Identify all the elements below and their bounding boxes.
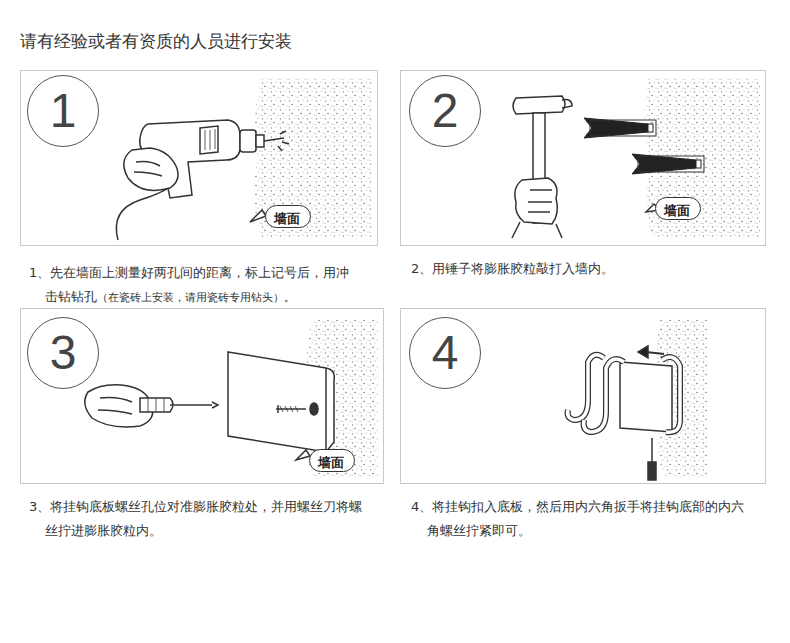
hammer-figure	[512, 96, 572, 238]
wall-callout: 墙面	[309, 449, 355, 472]
drill-figure	[116, 120, 289, 240]
step-number: 2	[432, 87, 459, 135]
wall-callout: 墙面	[655, 197, 701, 220]
bubble-tail	[296, 450, 310, 460]
step-number-circle: 1	[27, 75, 99, 147]
caption-text: 2、用锤子将膨胀胶粒敲打入墙内。	[411, 261, 614, 276]
anchor-figure	[584, 118, 704, 174]
caption-note: （在瓷砖上安装，请用瓷砖专用钻头）。	[97, 291, 295, 304]
step-number: 4	[432, 329, 459, 377]
step-panel: 1、先在墙面上测量好两孔间的距离，标上记号后，用冲击钻钻孔（在瓷砖上安装，请用瓷…	[20, 70, 378, 246]
caption-text: 3、将挂钩底板螺丝孔位对准膨胀胶粒处，并用螺丝刀将螺丝拧进膨胀胶粒内。	[29, 499, 362, 538]
step-caption: 1、先在墙面上测量好两孔间的距离，标上记号后，用冲击钻钻孔（在瓷砖上安装，请用瓷…	[29, 261, 361, 310]
bubble-tail	[250, 210, 266, 222]
step-panel: 3、将挂钩底板螺丝孔位对准膨胀胶粒处，并用螺丝刀将螺丝拧进膨胀胶粒内。3墙面	[20, 308, 384, 484]
wall-texture	[254, 78, 372, 238]
step-number-circle: 4	[409, 317, 481, 389]
step-panel: 2、用锤子将膨胀胶粒敲打入墙内。2墙面	[400, 70, 766, 246]
page-title: 请有经验或者有资质的人员进行安装	[20, 30, 292, 53]
step-number-circle: 2	[409, 75, 481, 147]
plate-figure	[228, 352, 334, 452]
step-number: 3	[50, 329, 77, 377]
wall-label: 墙面	[318, 455, 344, 470]
step-caption: 4、将挂钩扣入底板，然后用内六角扳手将挂钩底部的内六角螺丝拧紧即可。	[411, 495, 747, 543]
wall-label: 墙面	[274, 211, 300, 226]
step-number: 1	[50, 87, 77, 135]
wall-label: 墙面	[664, 203, 690, 218]
wall-callout: 墙面	[265, 205, 311, 228]
hook-figure	[568, 346, 680, 480]
step-caption: 2、用锤子将膨胀胶粒敲打入墙内。	[411, 257, 767, 281]
screwdriver-figure	[85, 385, 218, 427]
step-number-circle: 3	[27, 317, 99, 389]
step-panel: 4、将挂钩扣入底板，然后用内六角扳手将挂钩底部的内六角螺丝拧紧即可。4	[400, 308, 766, 484]
step-caption: 3、将挂钩底板螺丝孔位对准膨胀胶粒处，并用螺丝刀将螺丝拧进膨胀胶粒内。	[29, 495, 373, 543]
caption-text: 4、将挂钩扣入底板，然后用内六角扳手将挂钩底部的内六角螺丝拧紧即可。	[411, 499, 744, 538]
